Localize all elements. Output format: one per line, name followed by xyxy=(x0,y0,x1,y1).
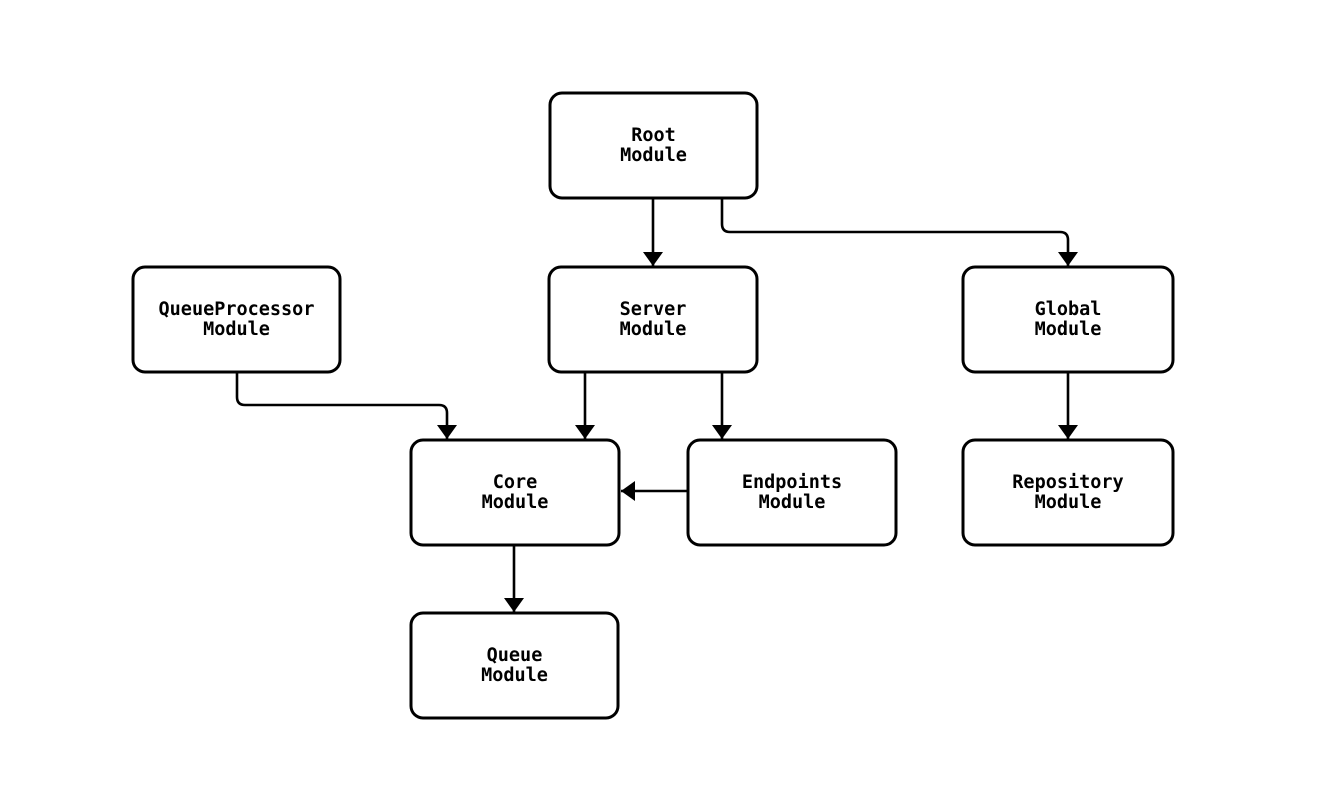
arrowhead-icon xyxy=(643,252,663,266)
edge-root-to-global xyxy=(720,198,1078,266)
node-box xyxy=(961,438,1175,547)
arrowhead-icon xyxy=(1058,252,1078,266)
edge-server-to-endpoints xyxy=(712,373,732,439)
arrowhead-icon xyxy=(712,425,732,439)
arrowhead-icon xyxy=(621,481,635,501)
edge-global-to-repository xyxy=(1058,373,1078,439)
edge-root-to-server xyxy=(643,198,663,266)
node-box xyxy=(548,91,759,200)
arrowhead-icon xyxy=(575,425,595,439)
edge-line xyxy=(720,198,1070,266)
node-box xyxy=(131,265,342,374)
node-box xyxy=(547,265,759,374)
node-box xyxy=(961,265,1175,374)
node-box xyxy=(409,611,620,720)
edge-queueprocessor-to-core xyxy=(235,373,457,439)
node-box xyxy=(686,438,898,547)
node-box xyxy=(409,438,621,547)
edge-endpoints-to-core xyxy=(621,481,687,501)
edge-line xyxy=(235,373,449,439)
edge-server-to-core xyxy=(575,373,595,439)
arrowhead-icon xyxy=(1058,425,1078,439)
edge-layer xyxy=(235,198,1078,612)
arrowhead-icon xyxy=(504,598,524,612)
arrowhead-icon xyxy=(437,425,457,439)
edge-core-to-queue xyxy=(504,546,524,612)
